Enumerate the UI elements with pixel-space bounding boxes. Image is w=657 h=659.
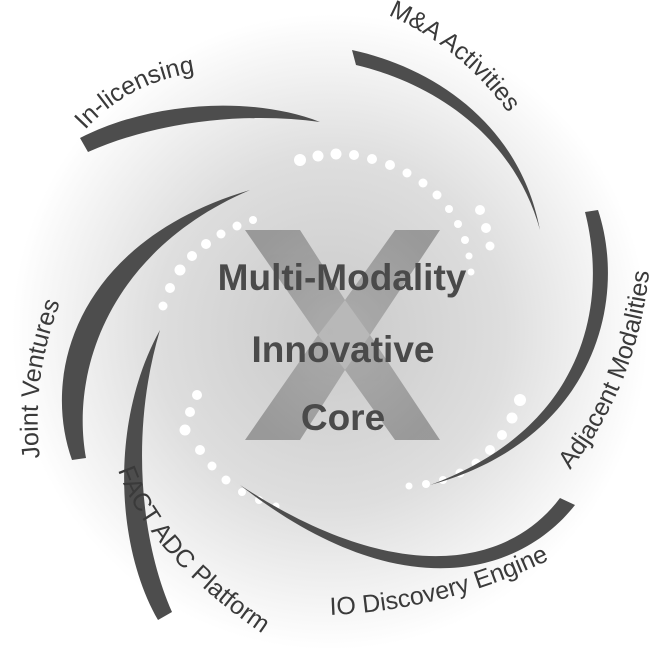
arm-in-licensing <box>80 105 320 152</box>
pinwheel-arms <box>61 50 608 620</box>
center-line-2: Innovative <box>252 329 435 370</box>
arm-fact-adc-platform <box>124 330 172 620</box>
center-line-1: Multi-Modality <box>218 257 467 298</box>
arm-io-discovery-engine <box>240 485 575 569</box>
arm-ma-activities <box>352 50 540 230</box>
center-title: Multi-Modality Innovative Core <box>218 257 467 438</box>
arm-joint-ventures <box>61 190 250 460</box>
dotted-swirl-decoration <box>158 148 526 510</box>
center-line-3: Core <box>301 397 385 438</box>
x-emblem-logo <box>245 230 440 440</box>
